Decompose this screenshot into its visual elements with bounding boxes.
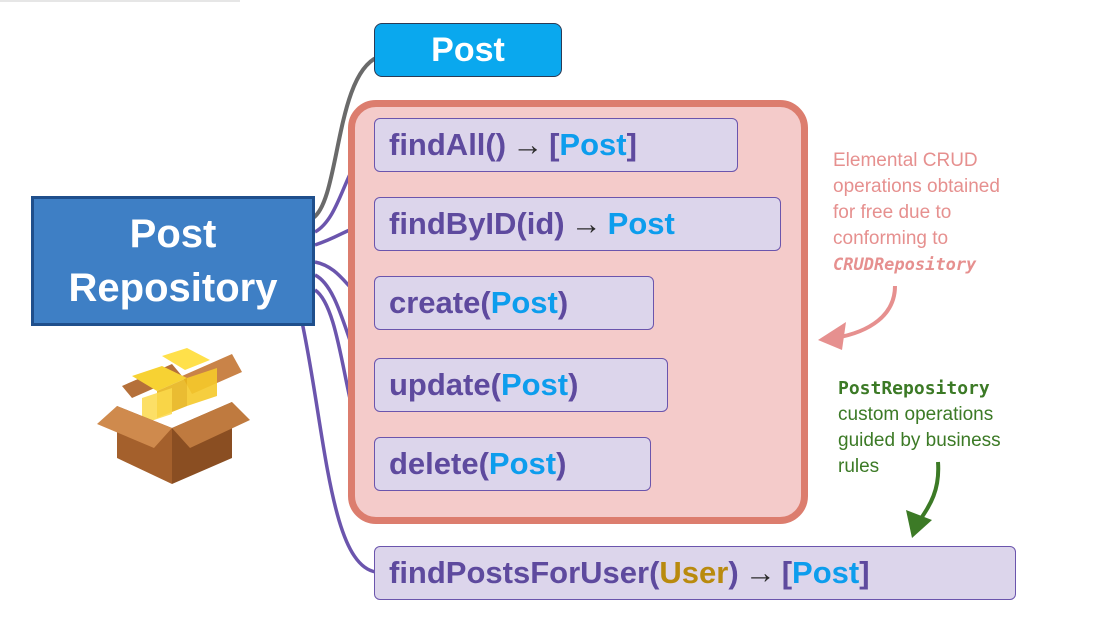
- connector-to-findpostsforuser: [300, 321, 377, 574]
- crud-note-arrow: [834, 285, 897, 340]
- custom-note-arrow: [918, 461, 941, 522]
- bracket-open: [: [781, 555, 793, 590]
- bracket-close: ]: [859, 555, 870, 590]
- custom-note-line: guided by business: [838, 430, 1001, 451]
- method-findall: findAll() → [ Post ]: [374, 118, 738, 172]
- arrow-symbol: →: [570, 206, 602, 241]
- method-delete: delete( Post ): [374, 437, 651, 491]
- custom-note-arrowhead: [906, 510, 932, 538]
- return-type: Post: [792, 555, 860, 590]
- method-name: findByID(id): [389, 206, 565, 241]
- method-update: update( Post ): [374, 358, 668, 412]
- param-type: User: [659, 555, 729, 590]
- return-type: Post: [559, 127, 627, 162]
- custom-annotation: PostRepository custom operations guided …: [838, 376, 1001, 480]
- top-divider: [0, 0, 240, 2]
- crud-repository-name: CRUDRepository: [833, 255, 977, 275]
- method-name: delete(: [389, 446, 489, 481]
- repository-title-line1: Post: [129, 212, 217, 256]
- method-name: findPostsForUser(: [389, 555, 660, 590]
- paren-close: ): [568, 367, 579, 402]
- crud-note-line: operations obtained: [833, 176, 1000, 197]
- method-name: findAll(): [389, 127, 507, 162]
- post-entity-box: Post: [374, 23, 562, 77]
- custom-note-line: rules: [838, 456, 880, 477]
- paren-close: ): [556, 446, 567, 481]
- method-name: update(: [389, 367, 501, 402]
- repository-title-line2: Repository: [68, 266, 278, 310]
- package-box-icon: [92, 336, 252, 491]
- method-create: create( Post ): [374, 276, 654, 330]
- bracket-close: ]: [626, 127, 637, 162]
- method-findbyid: findByID(id) → Post: [374, 197, 781, 251]
- custom-note-line: custom operations: [838, 404, 994, 425]
- bracket-open: [: [549, 127, 560, 162]
- param-type: Post: [488, 446, 557, 481]
- crud-note-line: Elemental CRUD: [833, 150, 978, 171]
- connector-to-post: [311, 55, 379, 220]
- method-name: create(: [389, 285, 491, 320]
- crud-note-arrowhead: [818, 322, 846, 350]
- crud-annotation: Elemental CRUD operations obtained for f…: [833, 148, 1000, 278]
- arrow-symbol: →: [512, 127, 544, 162]
- post-entity-label: Post: [431, 30, 505, 69]
- paren-close: ): [557, 285, 569, 320]
- crud-note-line: conforming to: [833, 228, 949, 249]
- arrow-symbol: →: [744, 555, 776, 590]
- crud-note-line: for free due to: [833, 202, 952, 223]
- method-findpostsforuser: findPostsForUser( User ) → [ Post ]: [374, 546, 1016, 600]
- param-type: Post: [490, 285, 558, 320]
- param-type: Post: [500, 367, 569, 402]
- paren-close: ): [728, 555, 739, 590]
- return-type: Post: [607, 206, 675, 241]
- post-repository-box: Post Repository: [31, 196, 315, 326]
- post-repository-name: PostRepository: [838, 378, 990, 399]
